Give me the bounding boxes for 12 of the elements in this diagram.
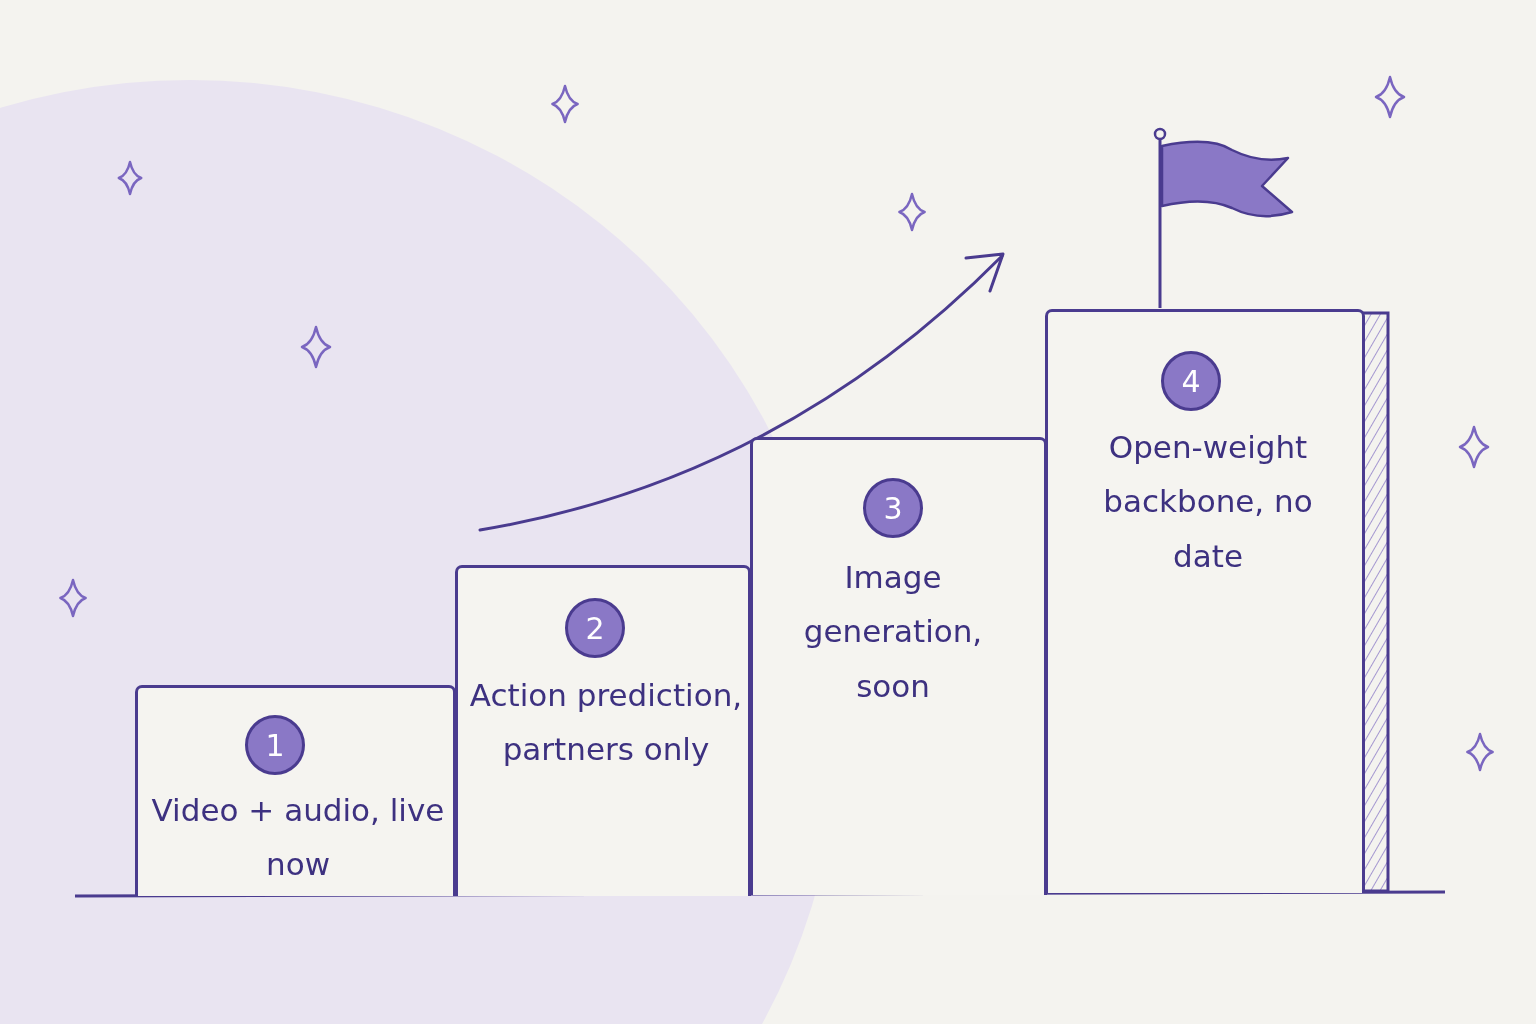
step-number-badge: 1 (245, 715, 305, 775)
step-block (750, 437, 1047, 895)
step-label: Video + audio, live now (150, 791, 446, 885)
step-label: Open-weight backbone, no date (1102, 428, 1314, 576)
step-block (455, 565, 751, 896)
step-label: Image generation, soon (802, 558, 984, 706)
step-number-badge: 3 (863, 478, 923, 538)
step-label: Action prediction, partners only (468, 676, 744, 770)
step-number-badge: 4 (1161, 351, 1221, 411)
step-block (1045, 309, 1365, 893)
step-number-badge: 2 (565, 598, 625, 658)
step-block (135, 685, 456, 896)
